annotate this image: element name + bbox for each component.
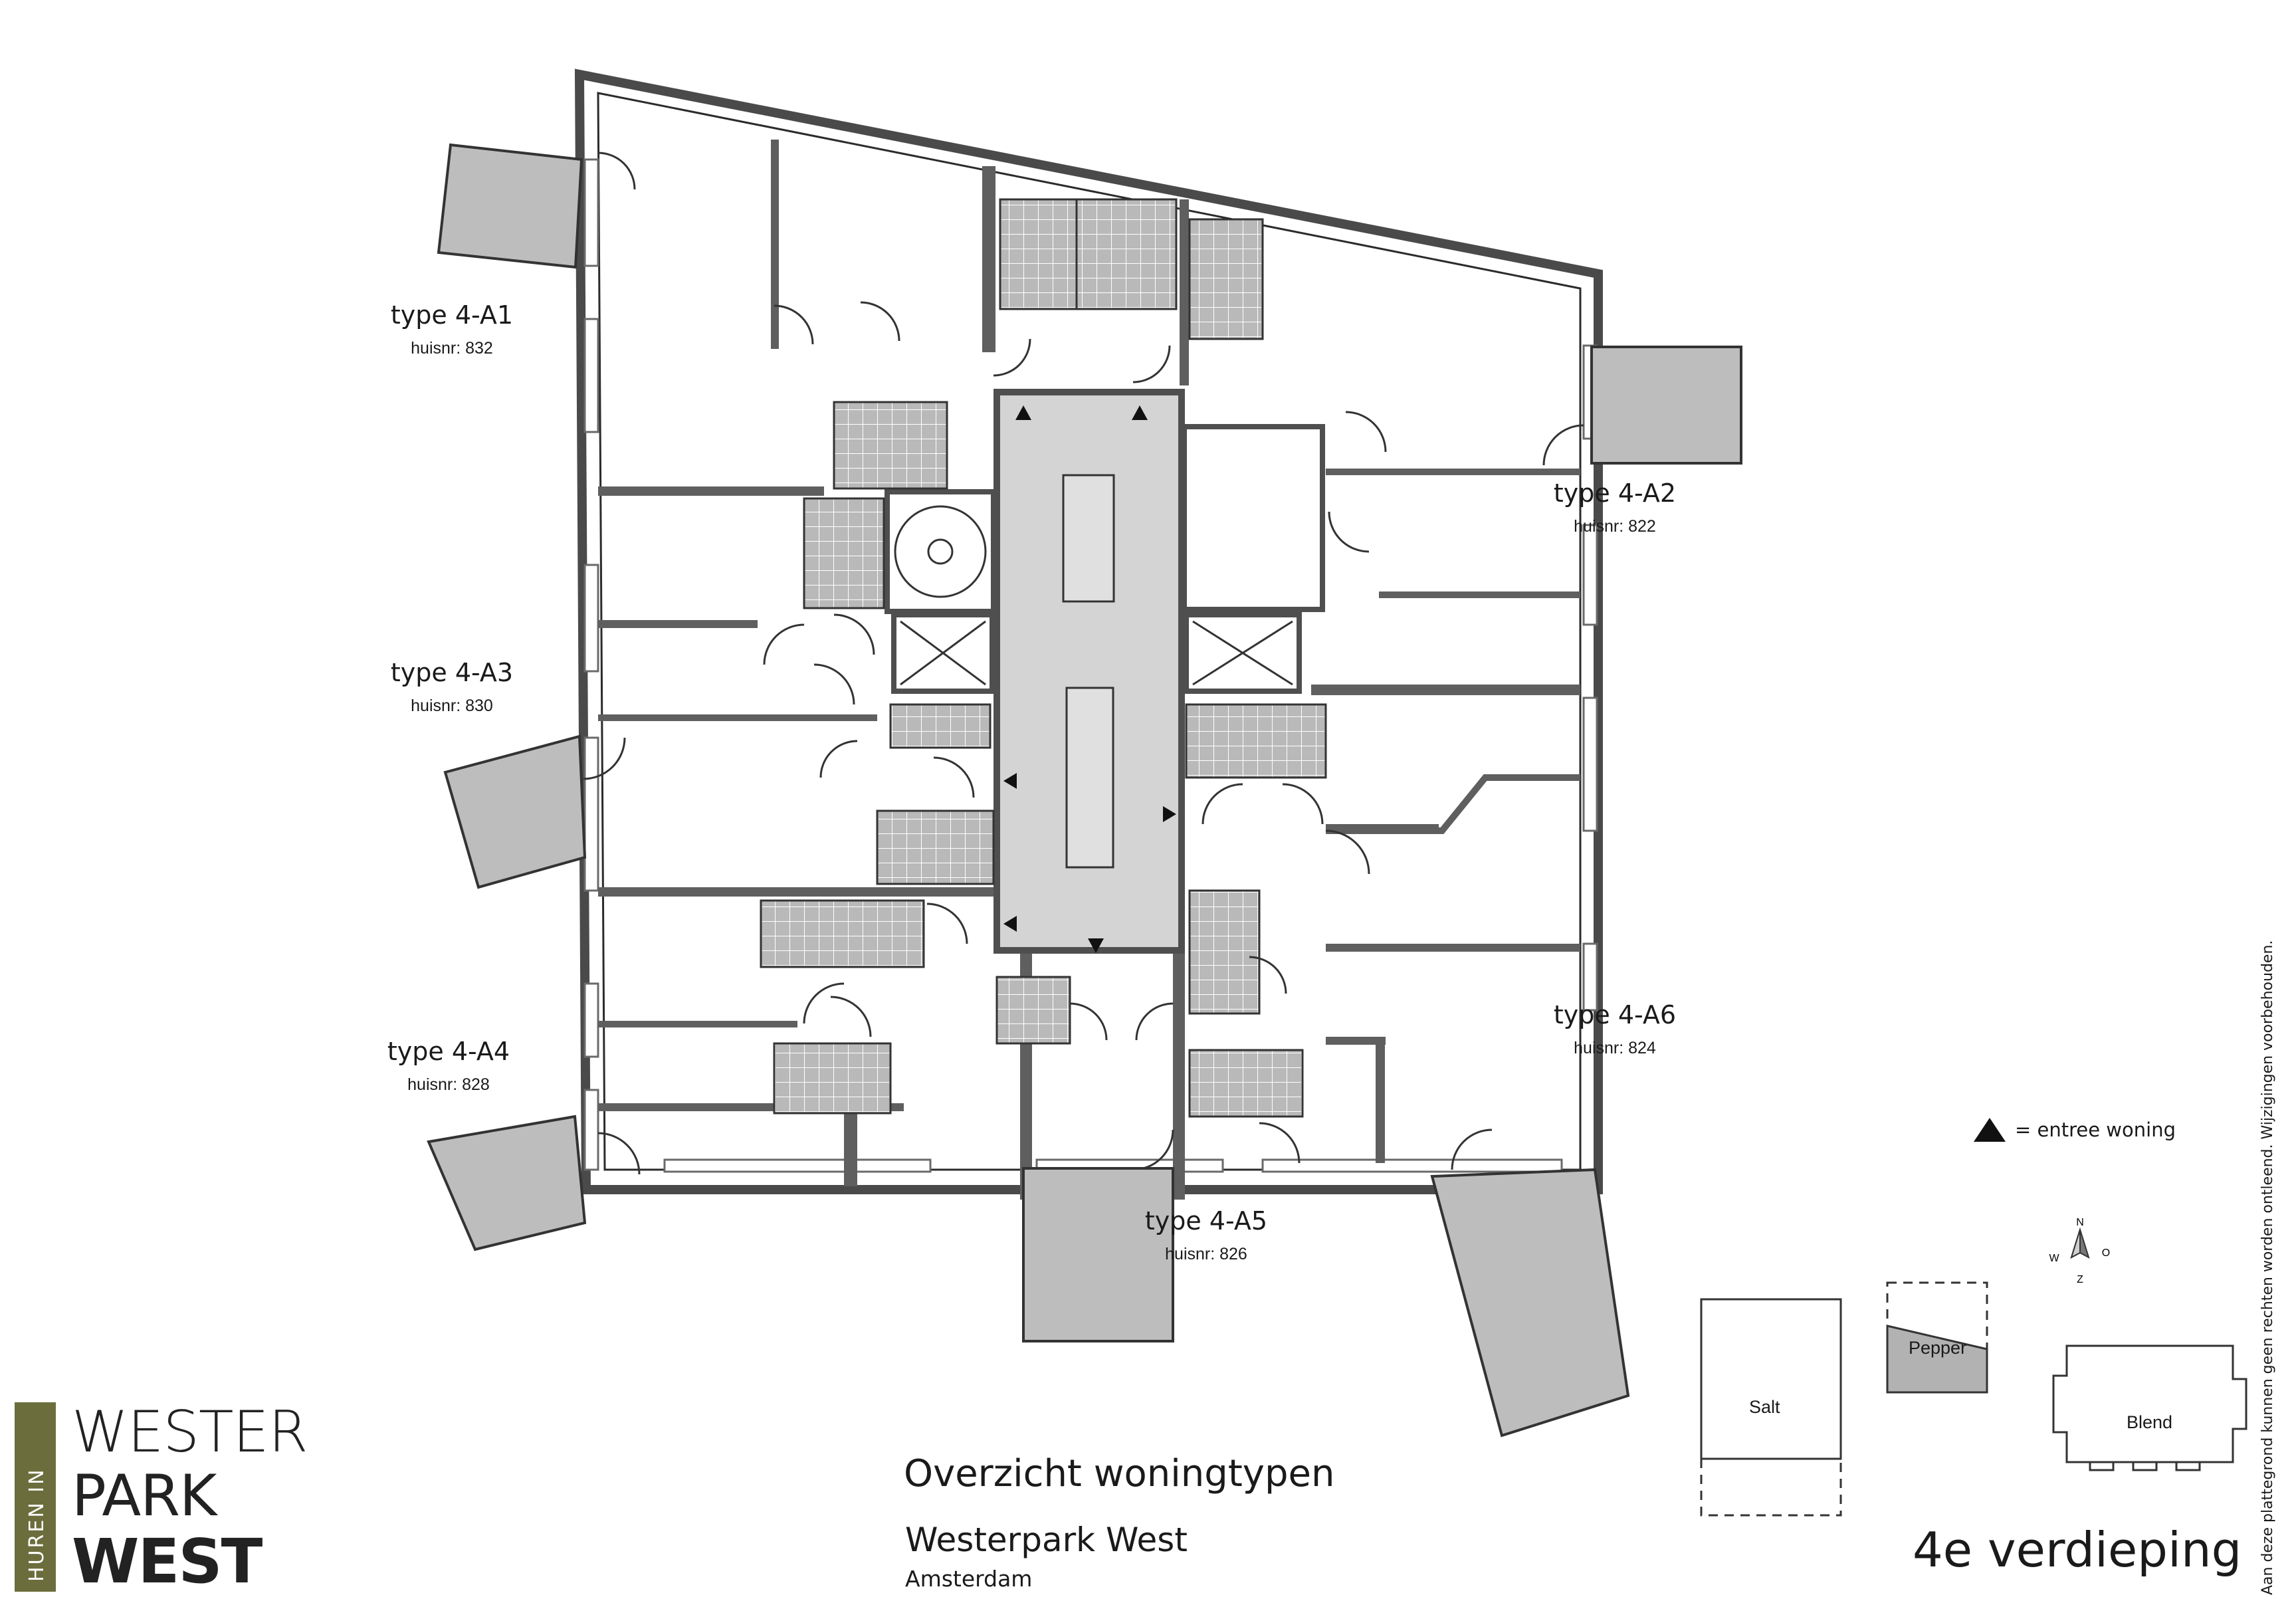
disclaimer: Aan deze plattegrond kunnen geen rechten… (2259, 940, 2276, 1595)
unit-label-4-a2: type 4-A2 huisnr: 822 (1509, 479, 1721, 536)
house-number: huisnr: 830 (411, 696, 493, 715)
city-name: Amsterdam (905, 1566, 1033, 1592)
legend: = entree woning (1974, 1118, 2176, 1142)
unit-label-4-a5: type 4-A5 huisnr: 826 (1100, 1206, 1312, 1264)
unit-type: type 4-A2 (1553, 479, 1677, 508)
logo-line-2: PARK (72, 1463, 217, 1529)
balconies (427, 143, 1742, 1438)
house-number: huisnr: 822 (1574, 517, 1656, 536)
compass-icon: N O Z W (2049, 1217, 2110, 1285)
triangle-up-icon (1974, 1118, 2006, 1142)
floor-label: 4e verdieping (1913, 1522, 2242, 1578)
house-number: huisnr: 828 (407, 1075, 490, 1094)
unit-label-4-a6: type 4-A6 huisnr: 824 (1509, 1000, 1721, 1058)
unit-label-4-a1: type 4-A1 huisnr: 832 (346, 300, 558, 358)
page-title: Overzicht woningtypen (904, 1452, 1335, 1495)
block-label-pepper: Pepper (1909, 1338, 1967, 1358)
compass-z: Z (2077, 1274, 2083, 1285)
logo-band-text: HUREN IN (25, 1467, 49, 1582)
logo-line-1: WESTER (72, 1399, 308, 1465)
house-number: huisnr: 824 (1574, 1039, 1656, 1057)
logo: HUREN IN WESTER PARK WEST (15, 1399, 308, 1597)
unit-label-4-a4: type 4-A4 huisnr: 828 (342, 1037, 555, 1095)
block-label-salt: Salt (1749, 1397, 1780, 1417)
house-number: huisnr: 826 (1165, 1245, 1247, 1263)
block-label-blend: Blend (2127, 1412, 2173, 1432)
wet-rooms (760, 198, 1327, 1118)
compass-n: N (2076, 1217, 2084, 1228)
unit-type: type 4-A6 (1553, 1000, 1677, 1029)
unit-type: type 4-A4 (387, 1037, 510, 1066)
door-swings (583, 152, 1584, 1175)
unit-label-4-a3: type 4-A3 huisnr: 830 (346, 658, 558, 716)
house-number: huisnr: 832 (411, 339, 493, 358)
compass-o: O (2102, 1247, 2110, 1259)
unit-type: type 4-A3 (390, 658, 514, 687)
stair-and-lift-cores (885, 424, 1325, 694)
legend-entrance-label: = entree woning (2015, 1119, 2176, 1141)
unit-type: type 4-A5 (1144, 1206, 1268, 1235)
unit-type: type 4-A1 (390, 300, 514, 330)
logo-line-3: WEST (72, 1526, 262, 1597)
compass-w: W (2049, 1253, 2059, 1264)
logo-band: HUREN IN (15, 1402, 56, 1592)
site-key (1700, 1281, 2247, 1517)
entrance-markers (1003, 405, 1176, 953)
project-name: Westerpark West (905, 1521, 1188, 1559)
central-corridor (993, 389, 1185, 954)
